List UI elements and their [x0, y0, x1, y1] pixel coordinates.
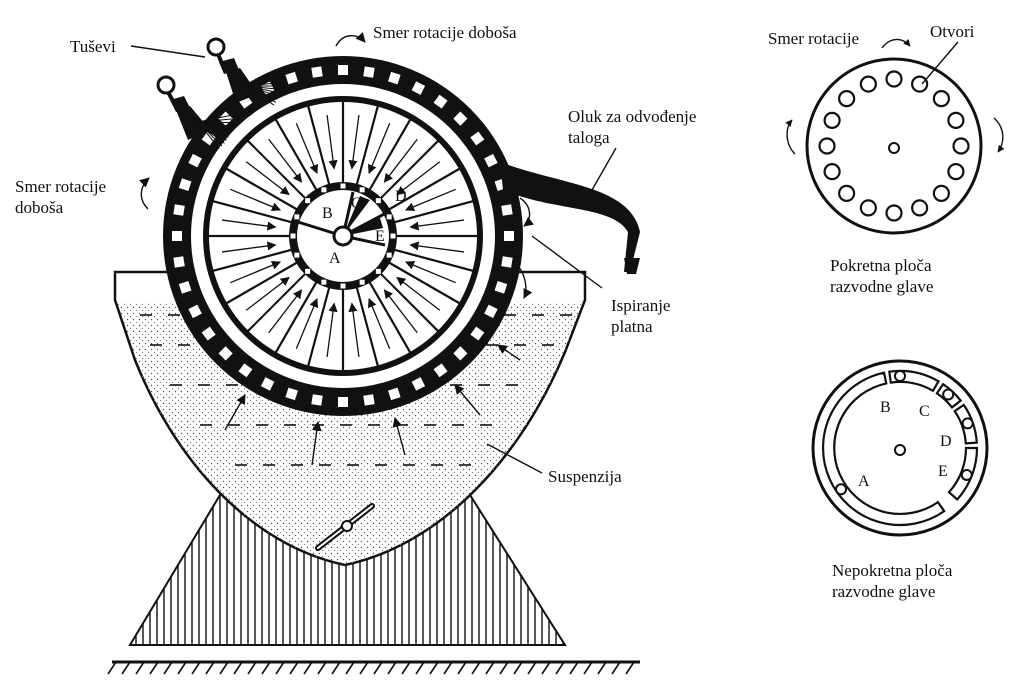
filtrate-flow-arrows [221, 114, 521, 466]
fixed-zone-e: E [938, 463, 948, 480]
filter-drum: B C D E A [163, 56, 523, 466]
label-sediment-chute-2: taloga [568, 128, 610, 147]
fixed-zone-b: B [880, 399, 891, 416]
sediment-chute [500, 162, 640, 274]
label-cloth-wash-1: Ispiranje [611, 296, 670, 315]
zone-c-label: C [351, 195, 362, 212]
ground-hatch [107, 660, 640, 675]
fixed-zone-a: A [858, 473, 870, 490]
hub-openings [290, 183, 396, 289]
fixed-zone-c: C [919, 403, 930, 420]
shower-left [156, 75, 233, 149]
agitator [315, 503, 375, 551]
label-drum-rotation-top: Smer rotacije doboša [373, 23, 517, 42]
zone-d-label: D [395, 188, 407, 205]
plate-slots [822, 369, 979, 527]
label-fixed-plate-1: Nepokretna ploča [832, 561, 953, 580]
zone-e-label: E [375, 228, 385, 245]
label-sediment-chute-1: Oluk za odvođenje [568, 107, 696, 126]
label-moving-plate-1: Pokretna ploča [830, 256, 932, 275]
zone-b-label: B [322, 205, 333, 222]
label-holes: Otvori [930, 22, 975, 41]
label-suspension: Suspenzija [548, 467, 622, 486]
label-cloth-wash-2: platna [611, 317, 653, 336]
zone-a-label: A [329, 250, 341, 267]
plate-holes [818, 70, 970, 222]
label-drum-rotation-left-2: doboša [15, 198, 64, 217]
label-moving-plate-2: razvodne glave [830, 277, 933, 296]
label-rotation-small: Smer rotacije [768, 29, 859, 48]
label-drum-rotation-left-1: Smer rotacije [15, 177, 106, 196]
fixed-zone-d: D [940, 433, 952, 450]
drum-sectors [207, 100, 479, 372]
fixed-plate: B C D E A [811, 359, 989, 537]
shower-right [206, 37, 280, 106]
moving-plate [785, 38, 1005, 235]
label-fixed-plate-2: razvodne glave [832, 582, 935, 601]
distribution-head [297, 191, 389, 247]
label-showers: Tuševi [70, 37, 116, 56]
leader-lines [130, 32, 617, 474]
